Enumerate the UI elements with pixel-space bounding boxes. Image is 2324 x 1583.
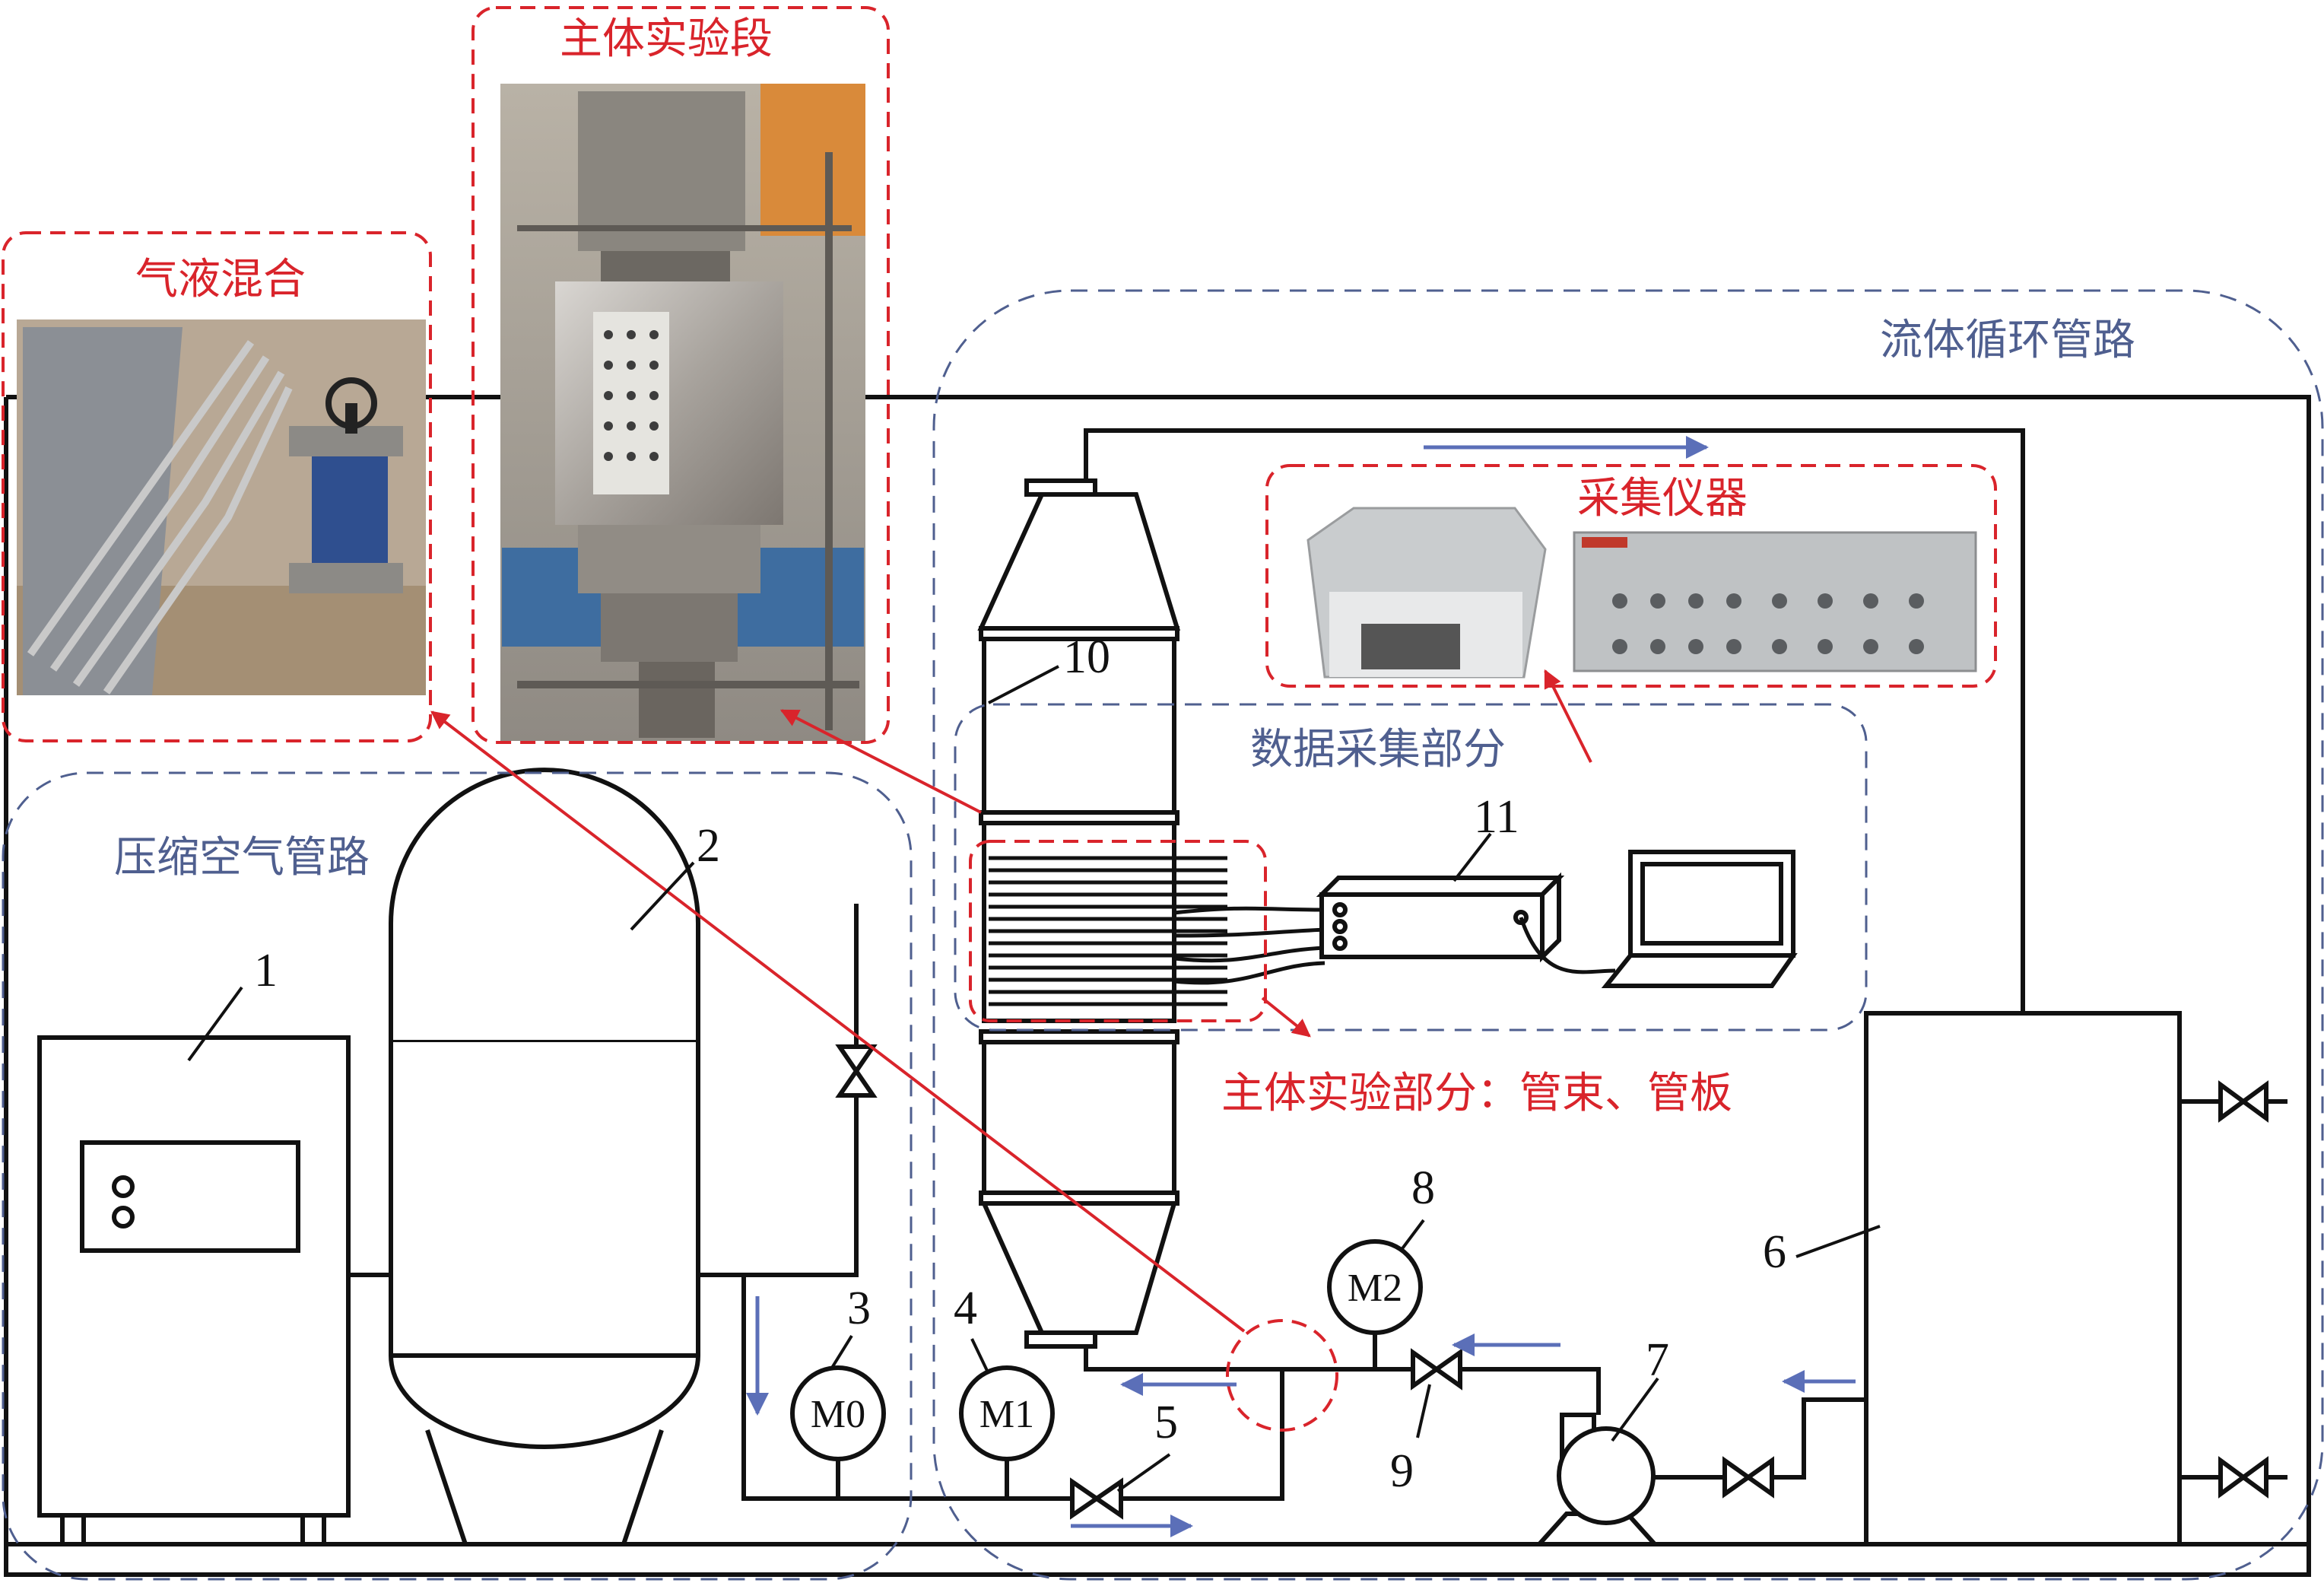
- number-4: 4: [954, 1283, 977, 1334]
- flow-meter-m1: M1: [959, 1365, 1055, 1461]
- flow-meter-m0: M0: [790, 1365, 886, 1461]
- number-7: 7: [1646, 1334, 1669, 1386]
- labels: 气液混合 主体实验段 采集仪器 流体循环管路 数据采集部分 压缩空气管路 主体实…: [114, 14, 2135, 1118]
- top-return-pipe: [4, 395, 2311, 1577]
- leader-lines: [187, 665, 1881, 1492]
- number-6: 6: [1763, 1226, 1786, 1278]
- fluid-circulation-boundary: [932, 289, 2324, 1581]
- photo-frames: [2, 6, 1997, 1432]
- column-to-photo-arrow: [779, 709, 982, 814]
- number-5: 5: [1154, 1397, 1178, 1448]
- daq-laptop-cable: [1519, 917, 1616, 974]
- gas-liquid-mixing-title: 气液混合: [135, 255, 306, 304]
- column-bottom-pipe: [1084, 1346, 1445, 1372]
- m2-label: M2: [1348, 1267, 1402, 1310]
- pump-inlet-valve: [1722, 1456, 1774, 1499]
- bundle-to-label-arrow: [1261, 997, 1311, 1038]
- mixing-to-photo-arrow: [430, 710, 1246, 1333]
- main-experiment-part-label: 主体实验部分：管束、管板: [1221, 1069, 1732, 1118]
- gas-liquid-photo-frame: [2, 231, 432, 742]
- data-acquisition-label: 数据采集部分: [1250, 725, 1506, 774]
- m1-label: M1: [979, 1393, 1034, 1436]
- number-8: 8: [1411, 1162, 1435, 1214]
- pump-outlet-pipe: [1454, 1367, 1601, 1415]
- acquisition-instrument-title: 采集仪器: [1577, 474, 1748, 523]
- mixing-point-highlight: [1226, 1319, 1338, 1432]
- circulation-pump: [1534, 1413, 1660, 1546]
- section-boundaries: [2, 289, 2324, 1581]
- air-valve-5: [1070, 1477, 1123, 1520]
- acquisition-instrument-photo: [1306, 507, 1977, 679]
- number-2: 2: [697, 820, 720, 872]
- red-arrows: [430, 669, 1592, 1333]
- tube-bundle-highlight: [969, 840, 1267, 1022]
- number-3: 3: [847, 1283, 871, 1334]
- instrument-photo-frame: [1265, 464, 1997, 688]
- column-to-tank-pipe: [1084, 428, 2025, 1013]
- test-column: [977, 478, 1227, 1349]
- number-9: 9: [1390, 1445, 1414, 1497]
- air-storage-tank: [389, 768, 700, 1545]
- main-section-photo-frame: [471, 6, 890, 744]
- data-acquisition-boundary: [954, 703, 1868, 1031]
- compressed-air-label: 压缩空气管路: [114, 833, 370, 882]
- component-numbers: 1 2 3 4 5 6 7 8 9 10 11: [254, 631, 1786, 1497]
- tank-outlet-pipe: [698, 904, 859, 1277]
- air-main-pipe: [741, 1275, 1284, 1501]
- sensor-cables: [1173, 906, 1326, 985]
- number-1: 1: [254, 945, 278, 997]
- water-tank: [1864, 1011, 2182, 1546]
- tube-bundle: [989, 856, 1227, 1006]
- m0-label: M0: [811, 1393, 865, 1436]
- indicator-light-lower: [112, 1206, 135, 1229]
- laptop: [1601, 850, 1798, 988]
- data-acquisition-box: [1316, 872, 1565, 963]
- fluid-circulation-label: 流体循环管路: [1880, 316, 2135, 365]
- vent-valve: [835, 1044, 878, 1098]
- main-test-section-title: 主体实验段: [560, 14, 773, 64]
- main-test-section-photo: [500, 84, 865, 741]
- indicator-light-upper: [112, 1175, 135, 1198]
- compressed-air-boundary: [2, 771, 913, 1581]
- number-11: 11: [1474, 791, 1519, 843]
- air-compressor: [37, 1035, 351, 1546]
- flow-arrows: [746, 436, 1856, 1537]
- number-10: 10: [1063, 631, 1110, 683]
- gas-liquid-mixing-photo: [17, 319, 426, 695]
- tank6-upper-valve: [2218, 1080, 2268, 1123]
- water-valve-9: [1411, 1348, 1462, 1391]
- daq-to-instrument-arrow: [1544, 669, 1592, 763]
- flow-meter-m2: M2: [1327, 1239, 1423, 1335]
- pump-inlet-pipe: [1650, 1397, 1866, 1480]
- tank6-lower-valve: [2218, 1456, 2268, 1499]
